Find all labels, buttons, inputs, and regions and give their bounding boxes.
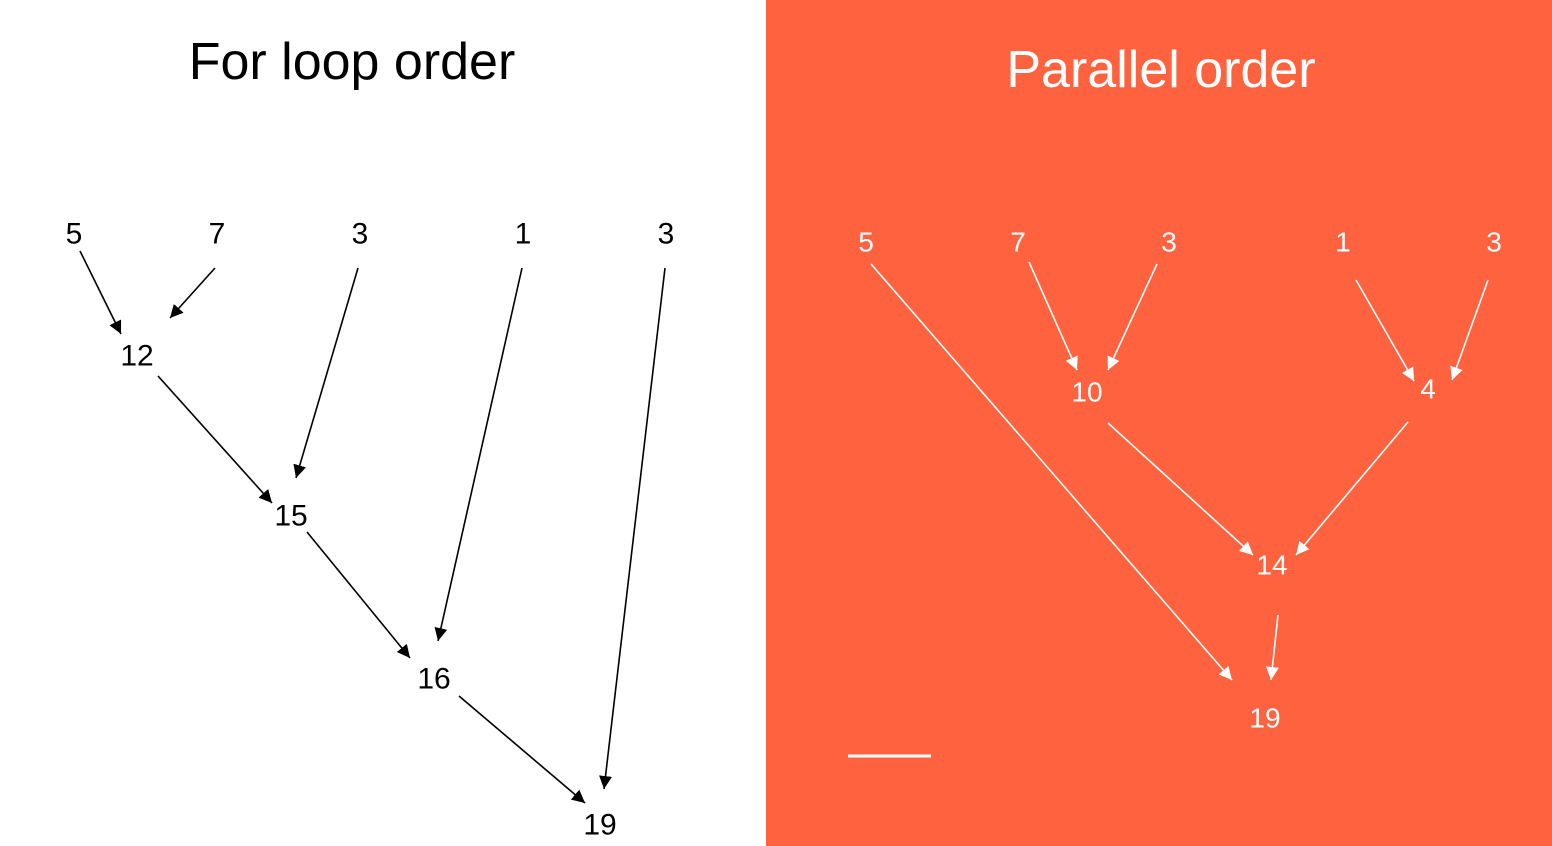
node-p10: 10 bbox=[1071, 377, 1102, 408]
edge-a7-to-s12 bbox=[169, 267, 216, 319]
node-s12: 12 bbox=[120, 340, 153, 373]
node-p19: 19 bbox=[1249, 703, 1280, 734]
node-b3: 3 bbox=[1161, 227, 1177, 258]
edge-a3-to-s15 bbox=[293, 267, 359, 479]
node-s15: 15 bbox=[274, 500, 307, 533]
node-p4: 4 bbox=[1420, 374, 1436, 405]
parallel-diagram: 5 7 3 1 3 10 4 14 19 bbox=[848, 227, 1502, 758]
for-loop-diagram: 5 7 3 1 3 12 15 16 19 bbox=[66, 218, 675, 842]
parallel-panel: Parallel order 5 7 3 1 3 10 4 14 19 bbox=[766, 0, 1552, 846]
edge-b3b-to-p4 bbox=[1450, 279, 1489, 381]
edge-p4-to-p14 bbox=[1295, 421, 1409, 556]
for-loop-panel: For loop order 5 7 3 1 3 12 15 16 19 bbox=[0, 0, 766, 846]
edge-a3b-to-s19 bbox=[599, 267, 666, 790]
edge-s15-to-s16 bbox=[306, 531, 411, 659]
node-s16: 16 bbox=[417, 663, 450, 696]
edge-b7-to-p10 bbox=[1028, 261, 1078, 371]
node-a3: 3 bbox=[352, 218, 369, 251]
node-a3b: 3 bbox=[658, 218, 675, 251]
edge-p10-to-p14 bbox=[1107, 422, 1254, 556]
for-loop-title: For loop order bbox=[188, 33, 516, 91]
edge-p14-to-p19 bbox=[1265, 614, 1279, 681]
node-p14: 14 bbox=[1256, 550, 1287, 581]
node-a1: 1 bbox=[515, 218, 532, 251]
parallel-title: Parallel order bbox=[1006, 41, 1316, 99]
node-a7: 7 bbox=[209, 218, 226, 251]
edge-b3-to-p10 bbox=[1107, 263, 1158, 371]
edge-b5-to-p19 bbox=[870, 263, 1233, 681]
node-s19: 19 bbox=[583, 809, 616, 842]
node-b5: 5 bbox=[858, 227, 874, 258]
edge-s16-to-s19 bbox=[458, 695, 586, 804]
node-a5: 5 bbox=[66, 218, 83, 251]
edge-b1-to-p4 bbox=[1355, 279, 1415, 382]
edge-s12-to-s15 bbox=[157, 375, 273, 504]
node-b1: 1 bbox=[1335, 227, 1351, 258]
edge-a5-to-s12 bbox=[79, 250, 122, 335]
edge-a1-to-s16 bbox=[434, 267, 523, 642]
node-b7: 7 bbox=[1010, 227, 1026, 258]
node-b3b: 3 bbox=[1486, 227, 1502, 258]
